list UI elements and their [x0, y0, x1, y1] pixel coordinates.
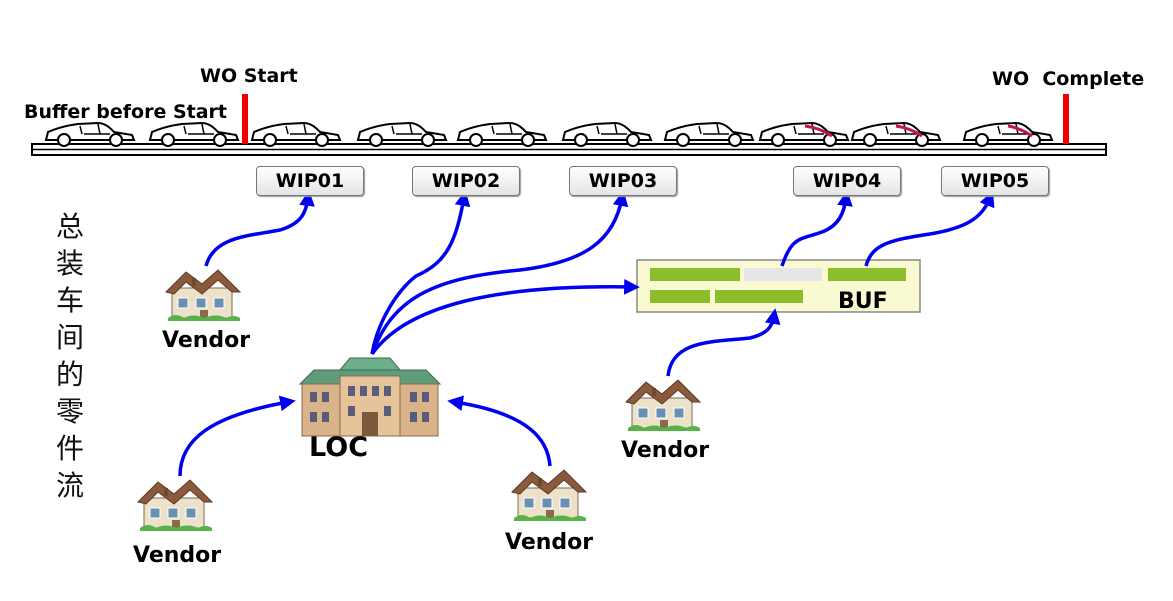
- buffer-before-start-label: Buffer before Start: [24, 101, 227, 123]
- car-icon: [759, 122, 849, 147]
- wip-station-5: WIP05: [941, 166, 1049, 196]
- wo-start-marker: [242, 94, 248, 144]
- arrow-vendor-to-loc: [178, 395, 296, 477]
- wo-start-label: WO Start: [200, 65, 298, 87]
- loc-label: LOC: [309, 432, 369, 463]
- arrow-loc-to-buf: [370, 278, 640, 356]
- vendor-house-icon: [137, 479, 213, 532]
- wip-station-4: WIP04: [793, 166, 901, 196]
- arrow-vendor-to-buf: [666, 308, 781, 377]
- car-icon: [664, 122, 754, 147]
- vendor-label: Vendor: [505, 530, 594, 555]
- wip-station-3: WIP03: [569, 166, 677, 196]
- car-icon: [251, 122, 341, 147]
- wo-complete-label: WO Complete: [992, 68, 1145, 90]
- arrow-buf-to-wip04: [780, 190, 853, 267]
- vendor-label: Vendor: [621, 438, 710, 463]
- warehouse-icon: [298, 357, 442, 437]
- car-icon: [357, 122, 447, 147]
- arrow-loc-to-wip03: [370, 190, 629, 355]
- arrow-buf-to-wip05: [864, 190, 995, 267]
- vendor-house-icon: [625, 379, 701, 432]
- buf-label: BUF: [838, 289, 888, 314]
- vendor-label: Vendor: [133, 543, 222, 568]
- car-icon: [457, 122, 547, 147]
- wip-station-1: WIP01: [256, 166, 364, 196]
- car-icon: [45, 122, 135, 147]
- car-icon: [149, 122, 239, 147]
- arrow-vendor-to-wip01: [204, 190, 315, 267]
- wo-complete-marker: [1063, 94, 1069, 144]
- vendor-house-icon: [511, 469, 587, 522]
- car-icon: [562, 122, 652, 147]
- vendor-label: Vendor: [162, 328, 251, 353]
- wip-station-2: WIP02: [412, 166, 520, 196]
- side-title: 总装车间的零件流: [55, 210, 84, 502]
- arrow-vendor-to-loc: [447, 395, 552, 467]
- vendor-house-icon: [165, 269, 241, 322]
- arrow-loc-to-wip02: [370, 190, 471, 355]
